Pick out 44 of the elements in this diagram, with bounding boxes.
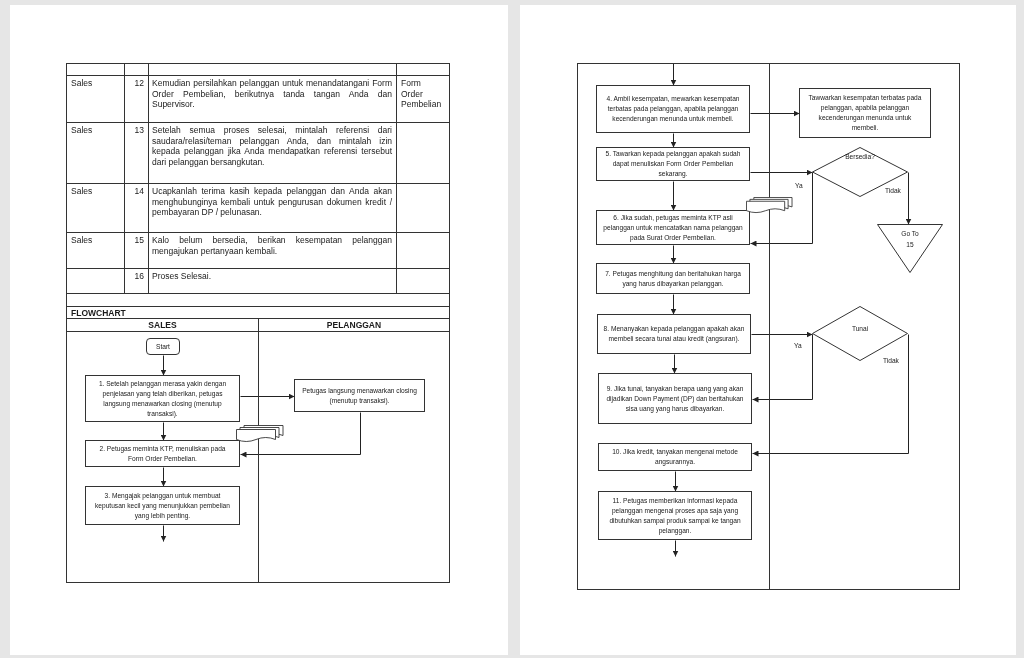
arrow	[671, 354, 678, 374]
document-stack-icon	[746, 197, 793, 214]
step-number: 15	[134, 235, 144, 246]
step-number: 14	[134, 186, 144, 197]
arrow	[670, 294, 677, 315]
swimlane	[577, 63, 770, 590]
arrow	[240, 393, 295, 400]
role-label: Sales	[71, 78, 93, 89]
arrow	[160, 525, 167, 542]
document-name: Form Order Pembelian	[401, 78, 443, 110]
arrow	[670, 181, 677, 211]
swimlane	[769, 63, 960, 590]
step-number: 12	[134, 78, 144, 89]
arrow	[905, 172, 912, 225]
arrow	[240, 412, 361, 458]
step-description: Ucapkanlah terima kasih kepada pelanggan dan Anda akan menghubunginya kembali untuk pengurusan dokumen kredit / pembayaran DP / pelunasan.	[152, 186, 392, 218]
step-number: 16	[134, 271, 144, 282]
arrow	[672, 540, 679, 557]
role-label: Sales	[71, 235, 93, 246]
step-description: Kemudian persilahkan pelanggan untuk menandatangani Form Order Pembelian, berikutnya tanda tangan Anda dan Supervisor.	[152, 78, 392, 110]
arrow	[672, 471, 679, 492]
step-description: Setelah semua proses selesai, mintalah referensi dari saudara/relasi/teman pelanggan Anda, dan mintalah izin kepada pelanggan jika Anda mendapatkan referensi tersebut dari pelanggan bersangkutan.	[152, 125, 392, 167]
flowchart-section	[66, 306, 450, 583]
section-heading: FLOWCHART	[71, 308, 126, 318]
step-description: Proses Selesai.	[152, 271, 212, 282]
arrow	[750, 169, 813, 176]
arrow	[670, 245, 677, 264]
arrow	[750, 110, 800, 117]
arrow	[750, 172, 813, 247]
arrow	[752, 334, 909, 457]
document-stack-icon	[236, 425, 284, 443]
arrow	[752, 334, 813, 403]
arrow	[160, 467, 167, 487]
arrow	[751, 331, 813, 338]
arrow	[160, 355, 167, 376]
arrow	[160, 422, 167, 441]
role-label: Sales	[71, 125, 93, 136]
role-label: Sales	[71, 186, 93, 197]
step-description: Kalo belum bersedia, berikan kesempatan pelanggan mengajukan pertanyaan kembali.	[152, 235, 392, 256]
lane-header: SALES	[67, 319, 258, 332]
arrow	[670, 63, 677, 86]
step-number: 13	[134, 125, 144, 136]
arrow	[670, 133, 677, 148]
lane-header: PELANGGAN	[259, 319, 449, 332]
